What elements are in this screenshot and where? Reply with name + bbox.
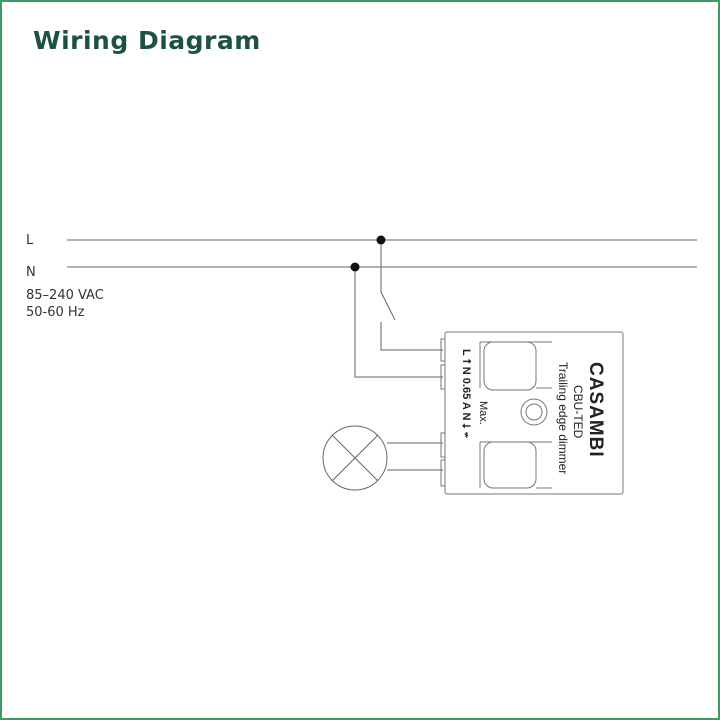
neutral-junction <box>350 262 360 272</box>
switch <box>380 240 396 321</box>
dimmer-device <box>440 331 624 495</box>
brand-label: CASAMBI <box>585 362 606 458</box>
terminal-labels: L ⭡ N 0.65 A N ⭣ ≁ <box>460 349 472 439</box>
live-label: L <box>26 233 34 248</box>
lamp-icon <box>322 425 388 491</box>
page-title: Wiring Diagram <box>33 26 261 55</box>
neutral-drop-wire <box>354 267 443 378</box>
live-junction <box>376 235 386 245</box>
switched-live-wire <box>380 322 443 351</box>
neutral-label: N <box>26 265 36 280</box>
max-label: Max. <box>477 401 489 425</box>
voltage-label: 85–240 VAC <box>26 288 104 303</box>
description-label: Trailing edge dimmer <box>556 362 570 474</box>
push-button <box>520 398 548 426</box>
frequency-label: 50-60 Hz <box>26 305 85 320</box>
model-label: CBU-TED <box>571 385 585 439</box>
